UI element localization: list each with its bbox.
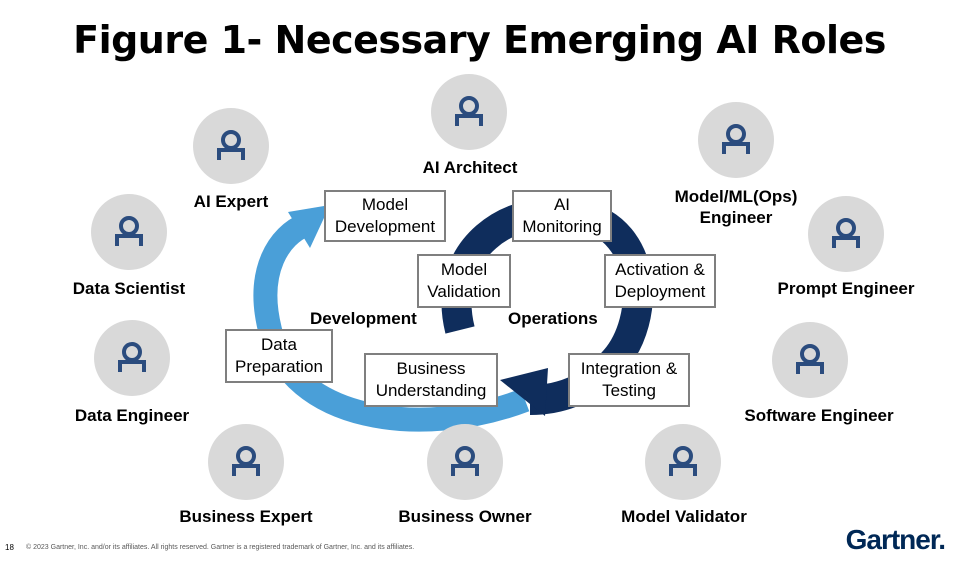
prompt-engineer-avatar-icon [808, 196, 884, 272]
step-business-understanding-label: Business Understanding [375, 359, 487, 400]
role-label-ai-architect: AI Architect [422, 158, 518, 177]
role-label-software-engineer: Software Engineer [744, 406, 894, 425]
step-model-development: Model Development [324, 190, 446, 242]
role-label-ai-expert: AI Expert [193, 192, 269, 211]
step-model-validation-label: Model Validation [427, 260, 501, 301]
copyright-notice: © 2023 Gartner, Inc. and/or its affiliat… [26, 544, 415, 551]
role-label-prompt-engineer: Prompt Engineer [777, 279, 915, 298]
role-label-data-scientist: Data Scientist [72, 279, 186, 298]
step-model-validation: Model Validation [417, 254, 511, 308]
role-label-model-ml-ops-engineer: Model/ML(Ops) Engineer [674, 187, 798, 227]
page-title: Figure 1- Necessary Emerging AI Roles [73, 18, 886, 62]
phase-label-development: Development [310, 309, 417, 328]
step-integration-testing-label: Integration & Testing [580, 359, 678, 400]
gartner-logo: Gartner. [845, 524, 946, 555]
model-validator-avatar-icon [645, 424, 721, 500]
step-activation-deployment: Activation & Deployment [604, 254, 716, 308]
software-engineer-avatar-icon [772, 322, 848, 398]
role-label-model-validator: Model Validator [621, 507, 747, 526]
ai-architect-avatar-icon [431, 74, 507, 150]
step-activation-deployment-label: Activation & Deployment [614, 260, 706, 301]
business-owner-avatar-icon [427, 424, 503, 500]
step-ai-monitoring-label: AI Monitoring [522, 195, 602, 236]
business-expert-avatar-icon [208, 424, 284, 500]
step-model-development-label: Model Development [334, 195, 436, 236]
operations-arrowhead [500, 368, 548, 416]
step-data-preparation: Data Preparation [225, 329, 333, 383]
ai-expert-avatar-icon [193, 108, 269, 184]
step-data-preparation-label: Data Preparation [235, 335, 323, 376]
model-ml-ops-engineer-avatar-icon [698, 102, 774, 178]
data-scientist-avatar-icon [91, 194, 167, 270]
page-number: 18 [5, 543, 14, 552]
data-engineer-avatar-icon [94, 320, 170, 396]
step-business-understanding: Business Understanding [364, 353, 498, 407]
development-arrowhead [288, 205, 330, 248]
role-label-business-expert: Business Expert [179, 507, 313, 526]
role-label-data-engineer: Data Engineer [74, 406, 190, 425]
role-label-business-owner: Business Owner [398, 507, 532, 526]
phase-label-operations: Operations [508, 309, 598, 328]
step-integration-testing: Integration & Testing [568, 353, 690, 407]
step-ai-monitoring: AI Monitoring [512, 190, 612, 242]
